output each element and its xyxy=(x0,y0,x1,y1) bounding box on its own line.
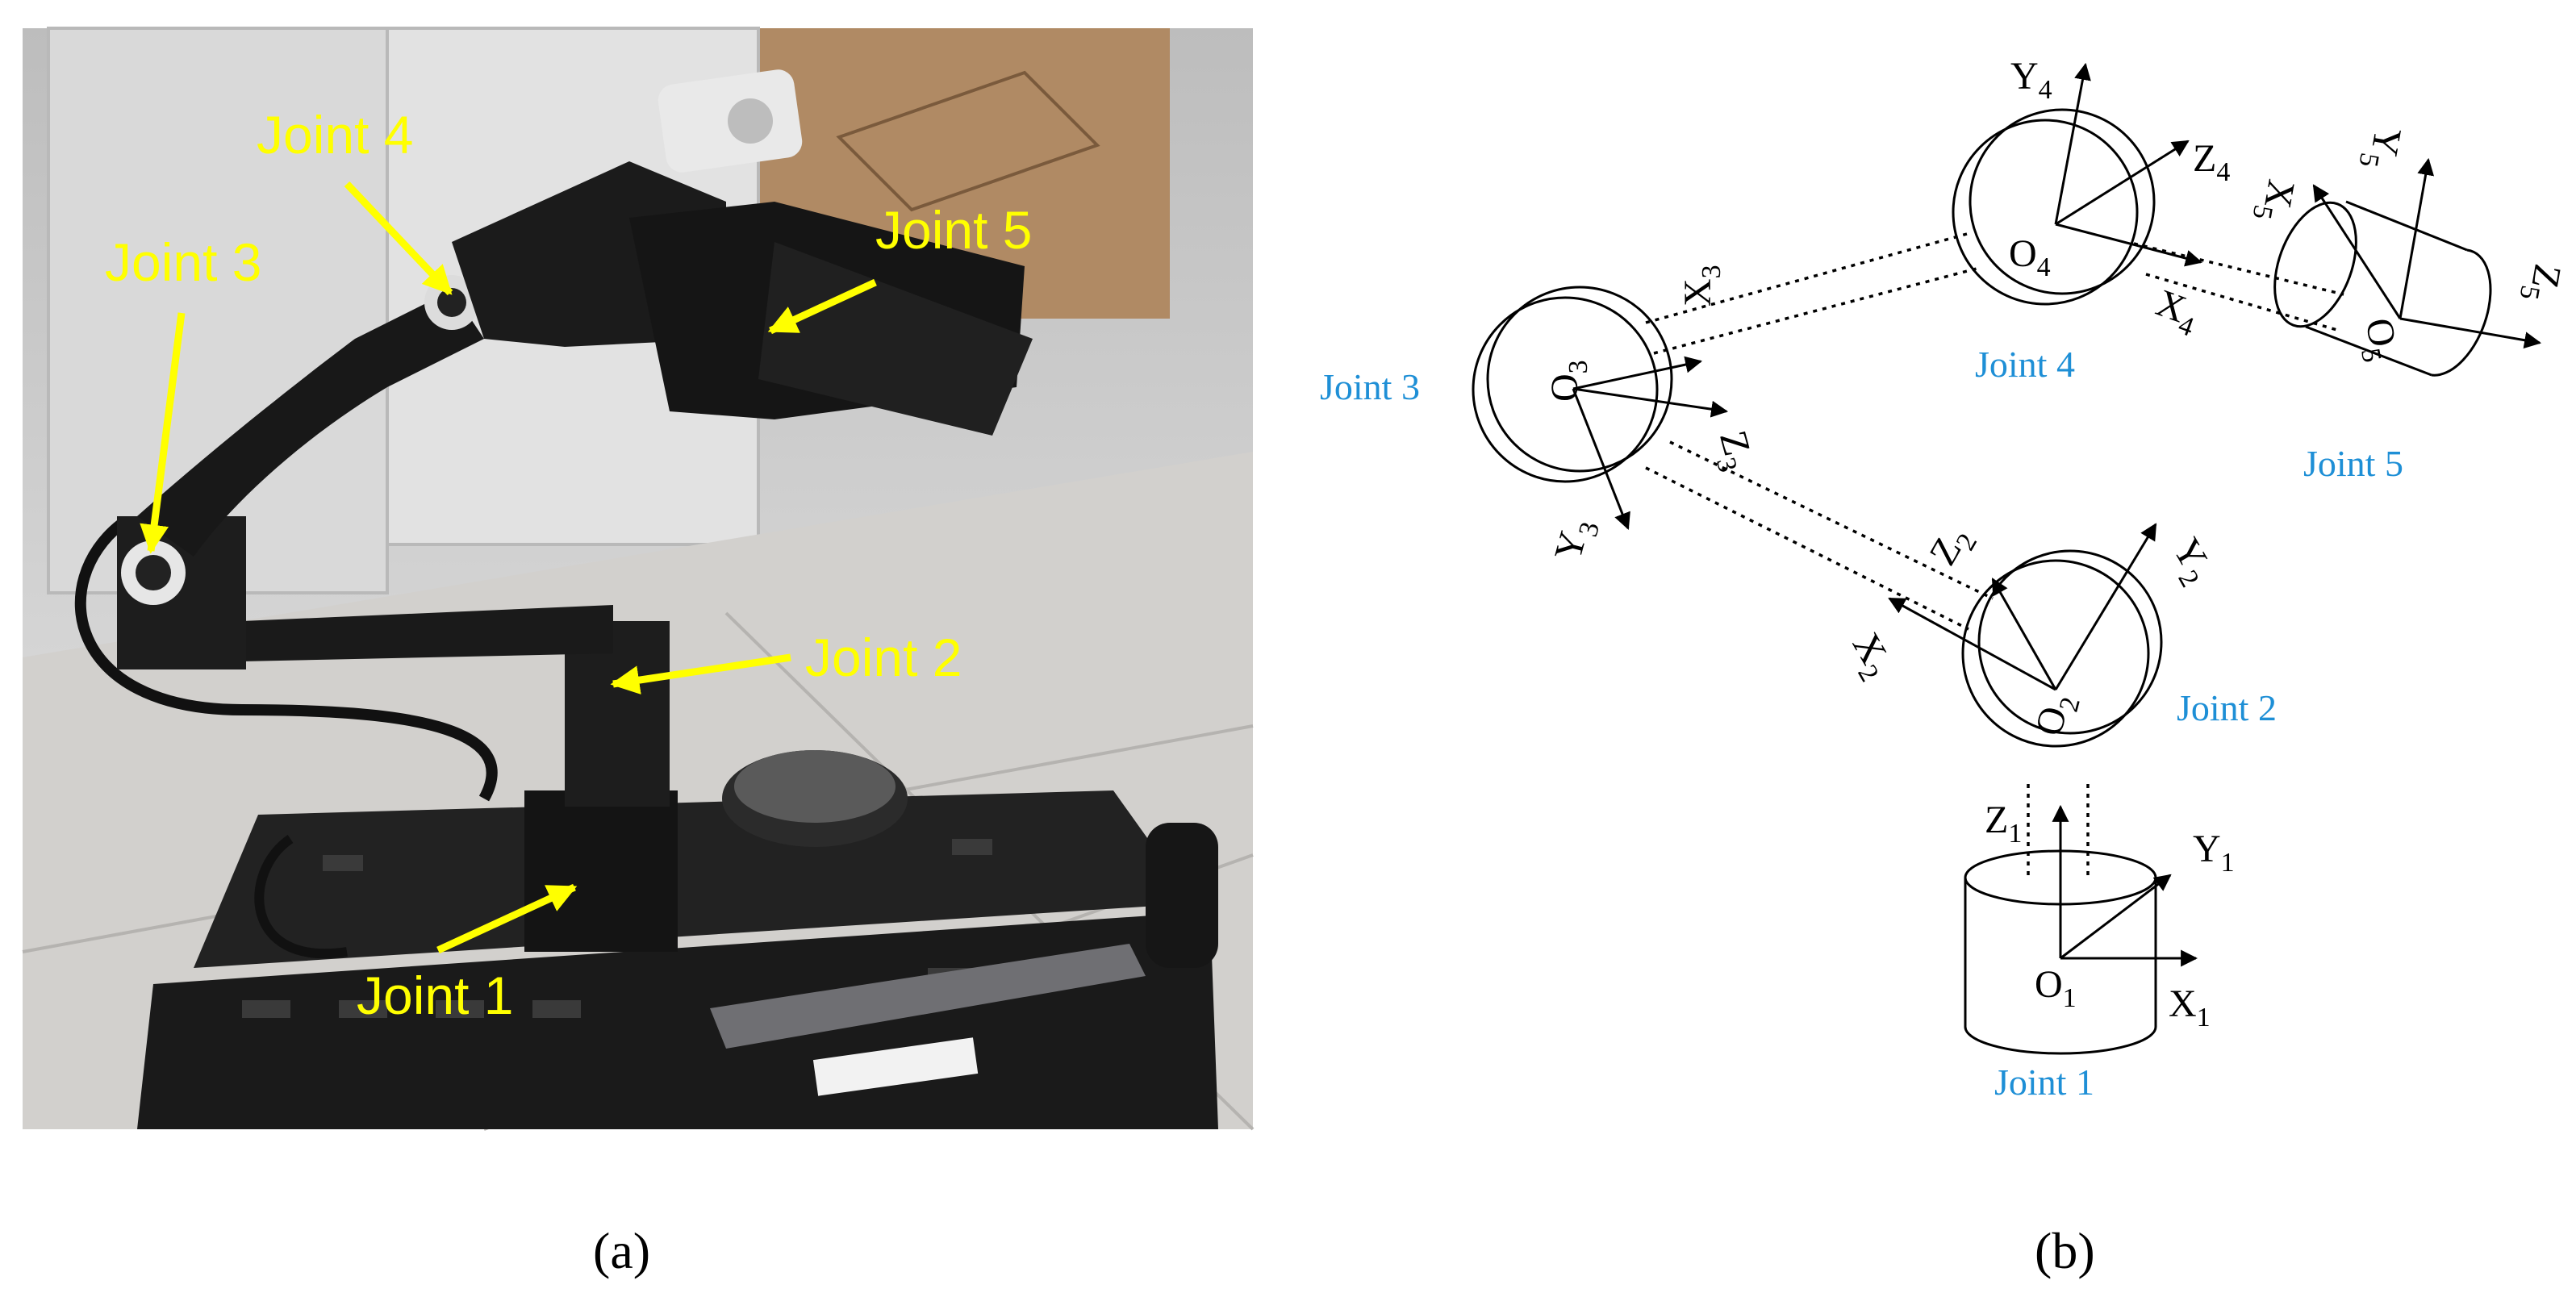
joint3-disk xyxy=(1472,286,1673,483)
diagram-label-joint5: Joint 5 xyxy=(2303,443,2403,484)
joint2-disk xyxy=(1961,549,2163,748)
label-z1: Z1 xyxy=(1985,799,2022,849)
label-x5: X5 xyxy=(2247,175,2303,225)
photo-label-joint4: Joint 4 xyxy=(257,105,413,165)
photo-label-joint3: Joint 3 xyxy=(105,232,261,292)
label-o3: O3 xyxy=(1543,360,1593,402)
label-o4: O4 xyxy=(2009,232,2051,282)
label-y1: Y1 xyxy=(2193,828,2235,878)
joint4-disk xyxy=(1952,108,2156,306)
label-y2: Y2 xyxy=(2158,531,2223,592)
photo-label-joint5: Joint 5 xyxy=(875,200,1032,260)
label-x4: X4 xyxy=(2148,282,2205,343)
joint5-cylinder xyxy=(2273,200,2492,377)
label-x1: X1 xyxy=(2169,982,2211,1032)
label-z4: Z4 xyxy=(2193,137,2230,187)
diagram-label-joint4: Joint 4 xyxy=(1975,344,2075,385)
robot-photo xyxy=(22,27,1255,1131)
caption-b: (b) xyxy=(2035,1222,2095,1279)
diagram-label-joint2: Joint 2 xyxy=(2177,687,2277,728)
label-z3: Z3 xyxy=(1704,427,1762,476)
label-y3: Y3 xyxy=(1547,514,1605,567)
label-o5: O5 xyxy=(2350,315,2407,365)
diagram-label-joint3: Joint 3 xyxy=(1320,366,1420,407)
label-o1: O1 xyxy=(2035,963,2077,1013)
label-y4: Y4 xyxy=(2010,55,2052,105)
label-y5: Y5 xyxy=(2353,123,2409,173)
caption-a: (a) xyxy=(593,1222,650,1279)
label-z5: Z5 xyxy=(2514,260,2570,305)
label-z2: Z2 xyxy=(1921,519,1983,576)
axis-labels: O1 X1 Y1 Z1 O2 Y2 Z2 X2 O3 X3 Z3 Y3 O4 Y… xyxy=(1543,55,2570,1032)
label-x2: X2 xyxy=(1838,626,1902,687)
diagram-label-joint1: Joint 1 xyxy=(1994,1062,2094,1103)
label-x3: X3 xyxy=(1676,265,1726,307)
kinematic-diagram xyxy=(1472,62,2542,1055)
photo-label-joint1: Joint 1 xyxy=(357,966,513,1025)
photo-label-joint2: Joint 2 xyxy=(805,628,962,687)
photo-arrows xyxy=(140,181,877,954)
